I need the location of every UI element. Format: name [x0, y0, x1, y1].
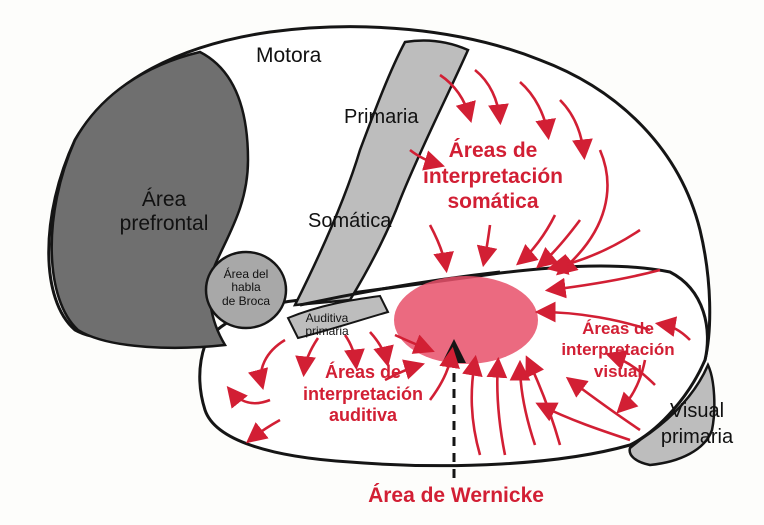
label-areas-interpretacion-auditiva: Áreas de interpretación auditiva	[288, 362, 438, 427]
label-area-prefrontal: Área prefrontal	[104, 188, 224, 235]
label-somatica-red-line3: somática	[405, 189, 581, 215]
label-visual-red-line1: Áreas de	[545, 318, 691, 339]
label-motora: Motora	[256, 44, 321, 68]
wernicke-area	[394, 276, 538, 364]
label-visual-line1: Visual	[642, 398, 752, 424]
label-auditiva-red-line1: Áreas de	[288, 362, 438, 384]
label-somatica-red-line2: interpretación	[405, 164, 581, 190]
label-somatica-red-line1: Áreas de	[405, 138, 581, 164]
label-areas-interpretacion-visual: Áreas de interpretación visual	[545, 318, 691, 382]
label-area-prefrontal-line1: Área	[104, 188, 224, 212]
label-somatica: Somática	[308, 210, 391, 232]
label-auditiva-red-line2: interpretación	[288, 384, 438, 406]
label-broca-line3: de Broca	[204, 295, 288, 308]
label-auditiva-line1: Auditiva	[292, 312, 362, 325]
label-visual-line2: primaria	[642, 424, 752, 450]
label-area-wernicke: Área de Wernicke	[356, 484, 556, 508]
label-broca-line1: Área del	[204, 268, 288, 281]
label-auditiva-line2: primaria	[292, 325, 362, 338]
label-broca-line2: habla	[204, 281, 288, 294]
label-auditiva-primaria: Auditiva primaria	[292, 312, 362, 339]
label-visual-red-line2: interpretación	[545, 339, 691, 360]
label-visual-red-line3: visual	[545, 361, 691, 382]
label-areas-interpretacion-somatica: Áreas de interpretación somática	[405, 138, 581, 215]
label-area-prefrontal-line2: prefrontal	[104, 212, 224, 236]
label-broca: Área del habla de Broca	[204, 268, 288, 308]
label-visual-primaria: Visual primaria	[642, 398, 752, 450]
label-auditiva-red-line3: auditiva	[288, 405, 438, 427]
label-primaria: Primaria	[344, 106, 418, 128]
